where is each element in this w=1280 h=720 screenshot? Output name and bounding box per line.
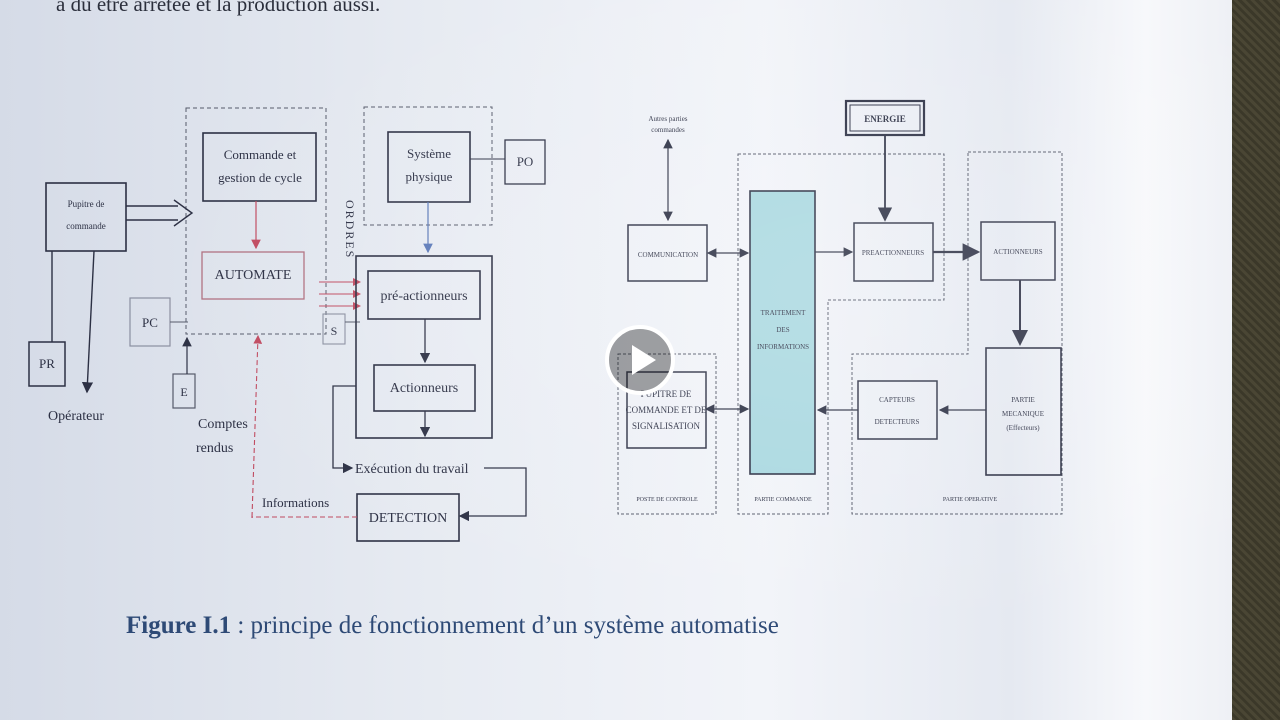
figure-caption-text: : principe de fonctionnement d’un systèm…	[231, 612, 779, 639]
operative-zone	[851, 151, 1063, 515]
left-diagram: Pupitre de commande PR Opérateur PC E Co…	[28, 106, 546, 542]
preact-box	[367, 270, 481, 320]
automate-box	[201, 251, 305, 300]
figure-diagram: Pupitre de commande PR Opérateur PC E Co…	[28, 99, 1063, 542]
systeme-line2: physique	[406, 169, 453, 184]
energie-label: ENERGIE	[864, 114, 906, 124]
detection-label: DETECTION	[369, 511, 448, 526]
e-label: E	[180, 385, 187, 399]
po-label: PO	[517, 154, 534, 169]
pupitre-line2: commande	[66, 221, 106, 231]
partie-meca-box	[985, 347, 1062, 476]
commande-line2: gestion de cycle	[218, 170, 302, 185]
capteurs-line1: CAPTEURS	[879, 396, 915, 404]
pupitre-double-arrow	[126, 205, 178, 221]
po-box	[504, 139, 546, 185]
book-page	[0, 0, 1232, 720]
s-label: S	[331, 324, 338, 338]
comptes-line1: Comptes	[198, 417, 248, 432]
s-box	[322, 313, 346, 345]
systeme-line1: Système	[407, 146, 451, 161]
meca-line1: PARTIE	[1011, 396, 1034, 404]
e-box	[172, 373, 196, 409]
automate-label: AUTOMATE	[215, 268, 292, 283]
preact-label: pré-actionneurs	[380, 289, 467, 304]
traitement-box	[749, 190, 816, 475]
top-text-line: a dû être arrêtée et la production aussi…	[56, 0, 381, 16]
pupitre-right-line1: PUPITRE DE	[641, 389, 692, 399]
pupitre-right-line2: COMMANDE ET DE	[626, 405, 707, 415]
comptes-line2: rendus	[196, 441, 233, 456]
right-diagram: Autres parties commandes COMMUNICATION T…	[617, 99, 1063, 515]
actionneurs-right-label: ACTIONNEURS	[993, 248, 1042, 256]
traitement-line3: INFORMATIONS	[757, 343, 809, 351]
pc-dashed-container	[185, 107, 327, 335]
traitement-line2: DES	[776, 326, 789, 334]
commande-zone	[737, 153, 945, 515]
play-icon	[605, 325, 675, 395]
preactionneurs-label: PREACTIONNEURS	[862, 249, 924, 257]
meca-line3: (Effecteurs)	[1006, 424, 1040, 432]
play-button[interactable]	[604, 324, 676, 396]
pr-label: PR	[39, 356, 55, 371]
execution-label: Exécution du travail	[355, 462, 469, 477]
execution-arrow	[332, 385, 356, 474]
energie-inner-box	[849, 104, 921, 132]
communication-label: COMMUNICATION	[638, 251, 698, 259]
ordres-label: ORDRES	[343, 200, 357, 259]
poste-label: POSTE DE CONTROLE	[636, 497, 698, 503]
pupitre-arrow-head	[173, 199, 194, 227]
actionneurs-box-right	[980, 221, 1056, 281]
informations-line	[251, 516, 357, 518]
operateur-label: Opérateur	[48, 409, 104, 424]
figure-caption-label: Figure I.1	[126, 612, 232, 639]
figure-caption: Figure I.1 : principe de fonctionnement …	[126, 612, 779, 640]
actionneurs-label: Actionneurs	[390, 381, 458, 396]
poste-zone	[617, 353, 717, 515]
pr-box	[28, 341, 66, 387]
commande-box	[202, 132, 317, 202]
pc-label: PC	[142, 315, 158, 330]
autres-line1: Autres parties	[648, 115, 687, 123]
autres-line2: commandes	[651, 126, 685, 134]
partie-commande-label: PARTIE COMMANDE	[754, 497, 812, 503]
capteurs-line2: DETECTEURS	[875, 418, 920, 426]
capteurs-box	[857, 380, 938, 440]
pupitre-line1: Pupitre de	[68, 199, 105, 209]
pupitre-box	[45, 182, 127, 252]
informations-label: Informations	[262, 495, 329, 510]
execution-to-detection-arrow	[458, 467, 527, 522]
operateur-arrow	[81, 250, 95, 394]
systeme-box	[387, 131, 471, 203]
commande-line1: Commande et	[224, 147, 297, 162]
traitement-line1: TRAITEMENT	[761, 309, 806, 317]
pupitre-right-line3: SIGNALISATION	[632, 421, 700, 431]
meca-line2: MECANIQUE	[1002, 410, 1044, 418]
partie-operative-label: PARTIE OPERATIVE	[943, 497, 998, 503]
operative-outer-box	[355, 255, 493, 439]
background-fabric	[1232, 0, 1280, 720]
informations-return-arrow	[251, 334, 263, 518]
